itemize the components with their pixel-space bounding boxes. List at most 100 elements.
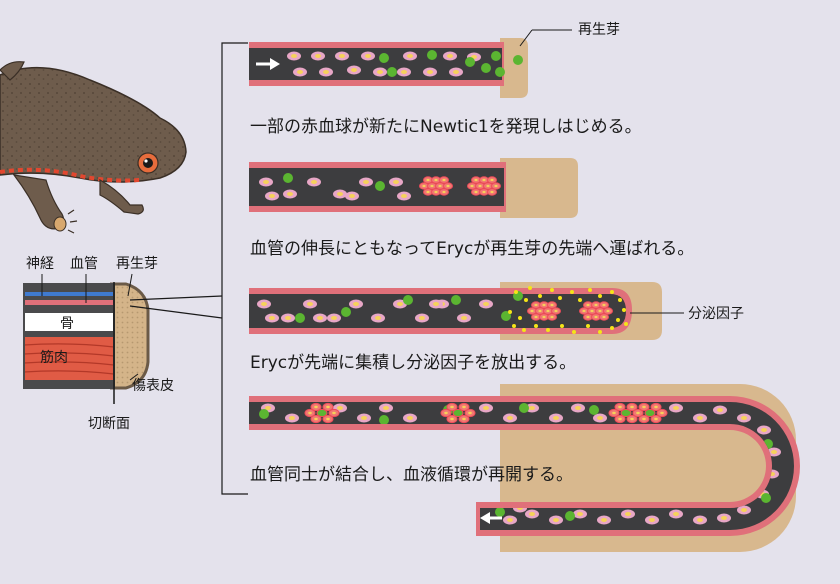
label-bone: 骨 <box>60 316 74 332</box>
eryc-cluster <box>608 402 644 424</box>
factor-dot <box>598 294 602 298</box>
red-blood-cell <box>449 67 463 77</box>
red-blood-cell <box>397 67 411 77</box>
green-cell <box>451 295 461 305</box>
green-cell <box>465 57 475 67</box>
factor-dot <box>598 330 602 334</box>
red-blood-cell <box>283 189 297 199</box>
step3-vessel: 分泌因子 <box>249 282 744 340</box>
red-blood-cell <box>265 191 279 201</box>
red-blood-cell <box>361 51 375 61</box>
red-blood-cell <box>313 313 327 323</box>
factor-dot <box>578 298 582 302</box>
factor-dot <box>624 322 628 326</box>
green-cell <box>481 63 491 73</box>
factor-dot <box>538 294 542 298</box>
red-blood-cell <box>767 447 781 457</box>
red-blood-cell <box>597 515 611 525</box>
red-blood-cell <box>713 405 727 415</box>
factor-dot <box>546 328 550 332</box>
step1-cells <box>287 50 523 77</box>
green-cell <box>427 50 437 60</box>
factor-dot <box>572 330 576 334</box>
red-blood-cell <box>259 177 273 187</box>
red-blood-cell <box>281 313 295 323</box>
step1-vessel: 再生芽 <box>249 22 620 98</box>
red-blood-cell <box>693 515 707 525</box>
red-blood-cell <box>333 189 347 199</box>
red-blood-cell <box>373 67 387 77</box>
factor-dot <box>528 286 532 290</box>
red-blood-cell <box>693 413 707 423</box>
label-muscle: 筋肉 <box>40 349 68 366</box>
red-blood-cell <box>479 299 493 309</box>
red-blood-cell <box>429 299 443 309</box>
step3-cells <box>257 291 613 323</box>
green-cell <box>379 415 389 425</box>
red-blood-cell <box>335 51 349 61</box>
label-nerve: 神経 <box>26 256 54 272</box>
red-blood-cell <box>717 513 731 523</box>
red-blood-cell <box>503 413 517 423</box>
green-cell <box>283 173 293 183</box>
red-blood-cell <box>457 313 471 323</box>
caption-step4: 血管同士が結合し、血液循環が再開する。 <box>250 465 573 485</box>
red-blood-cell <box>287 51 301 61</box>
step4-cells <box>259 402 781 525</box>
red-blood-cell <box>573 509 587 519</box>
green-cell <box>387 67 397 77</box>
green-cell <box>565 511 575 521</box>
green-cell <box>295 313 305 323</box>
factor-dot <box>586 324 590 328</box>
green-cell <box>379 53 389 63</box>
arrow-right-icon <box>256 58 280 70</box>
red-blood-cell <box>549 413 563 423</box>
eryc-cluster <box>419 176 453 196</box>
factor-dot <box>560 324 564 328</box>
red-blood-cell <box>389 177 403 187</box>
green-cell <box>403 295 413 305</box>
factor-dot <box>522 328 526 332</box>
red-blood-cell <box>371 313 385 323</box>
red-blood-cell <box>257 299 271 309</box>
green-cell <box>501 311 511 321</box>
arrow-left-icon <box>480 512 502 524</box>
factor-dot <box>558 296 562 300</box>
leg-stump-tip <box>53 216 67 232</box>
label-cut-surface: 切断面 <box>88 416 130 432</box>
label-regen-bud: 再生芽 <box>116 256 158 272</box>
red-blood-cell <box>737 413 751 423</box>
red-blood-cell <box>593 413 607 423</box>
factor-dot <box>534 324 538 328</box>
caption-step3: Erycが先端に集積し分泌因子を放出する。 <box>250 353 577 373</box>
factor-dot <box>610 326 614 330</box>
label-secreted-factor: 分泌因子 <box>688 306 744 322</box>
bracket <box>129 42 248 495</box>
caption-step1: 一部の赤血球が新たにNewtic1を発現しはじめる。 <box>250 117 642 137</box>
red-blood-cell <box>327 313 341 323</box>
red-blood-cell <box>423 67 437 77</box>
red-blood-cell <box>349 299 363 309</box>
newt-illustration <box>0 61 187 234</box>
step4-vessel <box>249 384 800 552</box>
red-blood-cell <box>479 403 493 413</box>
red-blood-cell <box>549 515 563 525</box>
factor-dot <box>610 290 614 294</box>
step2-cells <box>259 173 501 201</box>
factor-dot <box>570 290 574 294</box>
eryc-cluster <box>579 301 613 321</box>
eryc-cluster <box>467 176 501 196</box>
red-blood-cell <box>307 177 321 187</box>
factor-dot <box>588 288 592 292</box>
factor-dot <box>616 318 620 322</box>
green-cell <box>761 493 771 503</box>
red-blood-cell <box>525 403 539 413</box>
red-blood-cell <box>757 425 771 435</box>
red-blood-cell <box>669 403 683 413</box>
red-blood-cell <box>503 515 517 525</box>
factor-dot <box>524 298 528 302</box>
green-cell <box>341 307 351 317</box>
factor-dot <box>512 324 516 328</box>
eryc-cluster <box>304 402 340 424</box>
limb-cross-section: 神経 血管 再生芽 骨 筋肉 傷表皮 切断面 <box>23 256 174 432</box>
